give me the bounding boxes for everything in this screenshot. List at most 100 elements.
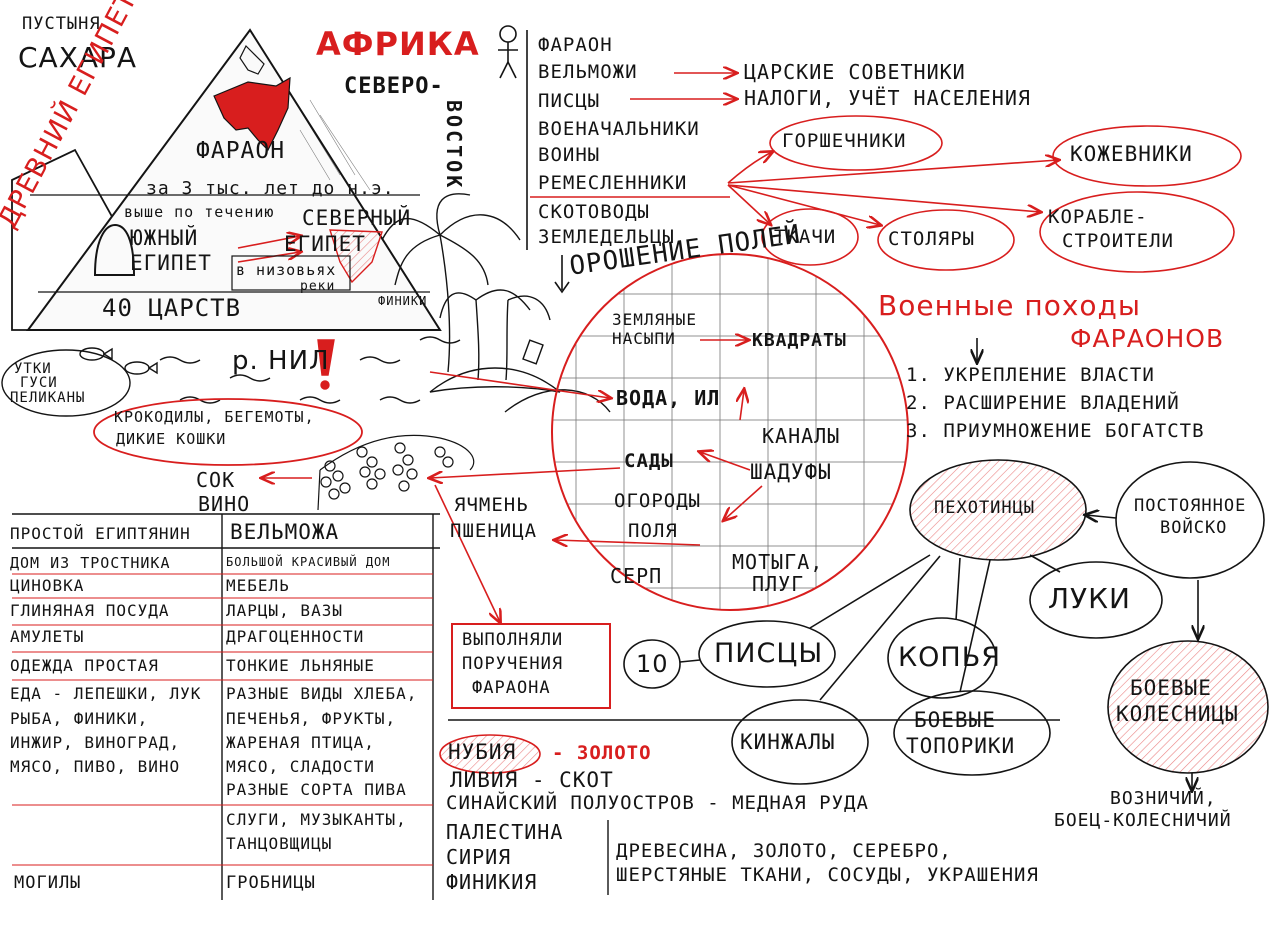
table-left-row: ГЛИНЯНАЯ ПОСУДА	[10, 601, 170, 620]
trade-libya: ЛИВИЯ - СКОТ	[450, 768, 614, 792]
hierarchy-scribes: ПИСЦЫ	[538, 90, 601, 112]
juice-label: СОК	[196, 468, 236, 492]
trade-gold: - ЗОЛОТО	[552, 742, 652, 764]
table-right-row: ДРАГОЦЕННОСТИ	[226, 627, 365, 646]
hierarchy-farmers: ЗЕМЛЕДЕЛЬЦЫ	[538, 226, 675, 248]
birds-2: ГУСИ	[20, 375, 58, 391]
table-left-row: ЕДА - ЛЕПЕШКИ, ЛУК	[10, 684, 202, 703]
trade-drawing	[439, 719, 1060, 895]
birds-3: ПЕЛИКАНЫ	[10, 390, 86, 406]
hierarchy-warriors: ВОИНЫ	[538, 144, 601, 166]
hierarchy-herders: СКОТОВОДЫ	[538, 201, 650, 223]
table-left-row: АМУЛЕТЫ	[10, 627, 85, 646]
barley-label: ЯЧМЕНЬ	[454, 494, 529, 516]
craft-potters: ГОРШЕЧНИКИ	[782, 130, 907, 152]
campaigns-title-1: Военные походы	[878, 289, 1142, 322]
table-left-row: ОДЕЖДА ПРОСТАЯ	[10, 656, 159, 675]
table-left-row: ЦИНОВКА	[10, 576, 85, 595]
table-right-row: МЯСО, СЛАДОСТИ	[226, 757, 375, 776]
table-right-row: ПЕЧЕНЬЯ, ФРУКТЫ,	[226, 709, 397, 728]
mounds-2: НАСЫПИ	[612, 329, 676, 348]
trade-land: СИРИЯ	[446, 845, 512, 869]
pyramid-drawing	[11, 28, 442, 331]
table-right-row: ЛАРЦЫ, ВАЗЫ	[226, 601, 343, 620]
campaign-goal: 3. ПРИУМНОЖЕНИЕ БОГАТСТВ	[906, 420, 1205, 442]
campaign-goal: 1. УКРЕПЛЕНИЕ ВЛАСТИ	[906, 364, 1155, 386]
hierarchy-drawing	[498, 25, 730, 294]
downstream-2: реки	[300, 279, 336, 294]
nile-river-label: р. НИЛ	[232, 346, 330, 376]
army-standing-1: ПОСТОЯННОЕ	[1134, 496, 1247, 516]
kingdoms-label: 40 ЦАРСТВ	[102, 294, 242, 322]
table-left-row: МОГИЛЫ	[14, 873, 82, 893]
fields-label: ПОЛЯ	[628, 520, 678, 542]
army-standing-2: ВОЙСКО	[1160, 518, 1228, 538]
table-left-row: ДОМ ИЗ ТРОСТНИКА	[10, 554, 171, 572]
hierarchy-nobles: ВЕЛЬМОЖИ	[538, 61, 638, 83]
table-right-row: ЖАРЕНАЯ ПТИЦА,	[226, 733, 375, 752]
table-right-row: МЕБЕЛЬ	[226, 576, 290, 595]
northeast-label: СЕВЕРО-	[344, 74, 444, 99]
army-bows: ЛУКИ	[1048, 582, 1131, 615]
dates-label: ФИНИКИ	[378, 294, 428, 308]
irrigation-drawing	[262, 253, 909, 622]
table-left-row: РЫБА, ФИНИКИ,	[10, 709, 149, 728]
craft-tanners: КОЖЕВНИКИ	[1070, 142, 1193, 166]
table-right-row: РАЗНЫЕ ВИДЫ ХЛЕБА,	[226, 684, 418, 703]
nobles-role: ЦАРСКИЕ СОВЕТНИКИ	[744, 60, 966, 84]
trade-nubia: НУБИЯ	[448, 740, 517, 764]
army-driver-2: БОЕЦ-КОЛЕСНИЧИЙ	[1054, 810, 1232, 831]
hierarchy-pharaoh: ФАРАОН	[538, 34, 613, 56]
south-egypt-1: ЮЖНЫЙ	[130, 226, 199, 250]
errands-3: ФАРАОНА	[472, 678, 551, 698]
nile-drawing	[1, 336, 461, 466]
scribes-role: НАЛОГИ, УЧЁТ НАСЕЛЕНИЯ	[744, 86, 1031, 110]
trade-sinai: СИНАЙСКИЙ ПОЛУОСТРОВ - МЕДНАЯ РУДА	[446, 792, 869, 814]
table-header-commoner: ПРОСТОЙ ЕГИПТЯНИН	[10, 524, 191, 543]
north-egypt-1: СЕВЕРНЫЙ	[302, 206, 412, 230]
army-drawing	[623, 459, 1269, 790]
table-right-row: СЛУГИ, МУЗЫКАНТЫ,	[226, 810, 407, 829]
pyramid-upstream: выше по течению	[124, 203, 275, 221]
craft-shipbuilders-2: СТРОИТЕЛИ	[1062, 230, 1174, 252]
wine-label: ВИНО	[198, 492, 251, 516]
desert-label-2: САХАРА	[18, 41, 138, 74]
craft-shipbuilders-1: КОРАБЛЕ-	[1048, 206, 1148, 228]
north-egypt-2: ЕГИПЕТ	[284, 232, 366, 256]
hoe-label-1: МОТЫГА,	[732, 550, 824, 574]
gardens-label: САДЫ	[624, 450, 674, 472]
hoe-label-2: ПЛУГ	[752, 572, 805, 596]
army-chariots-1: БОЕВЫЕ	[1130, 676, 1212, 700]
table-right-row: ТАНЦОВЩИЦЫ	[226, 834, 333, 853]
table-left-row: ИНЖИР, ВИНОГРАД,	[10, 733, 181, 752]
mounds-1: ЗЕМЛЯНЫЕ	[612, 310, 698, 329]
pyramid-era: за 3 тыс. лет до н.э.	[146, 178, 395, 199]
army-chariots-2: КОЛЕСНИЦЫ	[1116, 702, 1239, 726]
downstream-1: в низовьях	[236, 261, 337, 279]
hierarchy-commanders: ВОЕНАЧАЛЬНИКИ	[538, 118, 700, 140]
errands-2: ПОРУЧЕНИЯ	[462, 654, 564, 674]
campaigns-title-2: ФАРАОНОВ	[1070, 324, 1225, 353]
squares-label: КВАДРАТЫ	[752, 330, 847, 351]
craft-weavers: ТКАЧИ	[774, 226, 837, 248]
army-scribes: ПИСЦЫ	[714, 638, 824, 669]
army-ten: 10	[636, 650, 669, 678]
pyramid-pharaoh: ФАРАОН	[196, 138, 286, 164]
army-driver-1: ВОЗНИЧИЙ,	[1110, 788, 1217, 809]
trade-land: ПАЛЕСТИНА	[446, 820, 564, 844]
birds-1: УТКИ	[14, 361, 52, 377]
africa-title: АФРИКА	[316, 25, 480, 63]
table-right-row: ГРОБНИЦЫ	[226, 873, 316, 893]
trade-goods-1: ДРЕВЕСИНА, ЗОЛОТО, СЕРЕБРО,	[616, 840, 952, 862]
errands-1: ВЫПОЛНЯЛИ	[462, 630, 564, 650]
army-axes-1: БОЕВЫЕ	[914, 708, 996, 732]
table-right-row: БОЛЬШОЙ КРАСИВЫЙ ДОМ	[226, 555, 391, 569]
northeast-label-vertical: ВОСТОК	[442, 100, 466, 191]
animals-2: ДИКИЕ КОШКИ	[116, 430, 227, 448]
south-egypt-2: ЕГИПЕТ	[130, 251, 212, 275]
wheat-label: ПШЕНИЦА	[450, 520, 538, 542]
campaign-goal: 2. РАСШИРЕНИЕ ВЛАДЕНИЙ	[906, 392, 1180, 414]
shadufs-label: ШАДУФЫ	[750, 460, 832, 484]
vegetable-label: ОГОРОДЫ	[614, 490, 702, 512]
